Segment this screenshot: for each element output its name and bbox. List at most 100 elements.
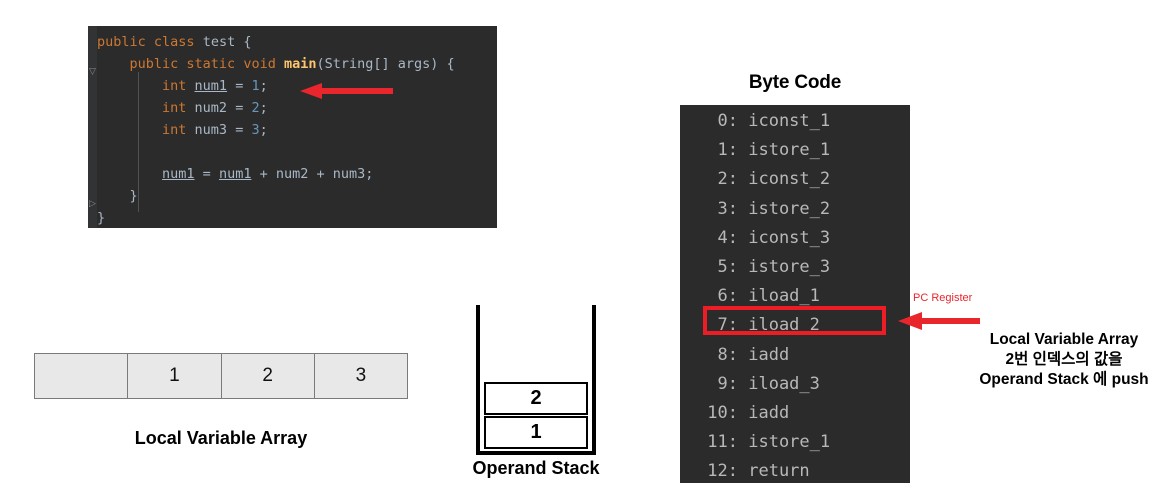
bytecode-row[interactable]: 4: iconst_3 (680, 224, 910, 253)
code-token: ; (365, 166, 374, 182)
code-token: num1 (162, 166, 195, 182)
code-token: main (283, 56, 317, 72)
code-token: = (227, 122, 252, 138)
fold-arrow-icon[interactable]: ▷ (89, 199, 96, 209)
code-line: num1 = num1 + num2 + num3; (97, 163, 497, 185)
bytecode-index: 5: (717, 256, 738, 277)
red-arrow-pc-register (898, 312, 980, 330)
local-variable-array-caption: Local Variable Array (134, 428, 308, 448)
bytecode-index: 9: (717, 373, 738, 394)
code-token: 3 (251, 122, 260, 138)
operand-stack-cell: 2 (484, 382, 588, 415)
bytecode-row[interactable]: 10: iadd (680, 399, 910, 428)
bytecode-instruction: iadd (738, 402, 790, 423)
code-token: num1 (218, 166, 252, 182)
bytecode-instruction: iadd (738, 344, 790, 365)
indent-guide (138, 72, 139, 212)
code-token: void (243, 56, 284, 72)
bytecode-index: 3: (717, 198, 738, 219)
code-token: class (153, 34, 203, 50)
bytecode-row[interactable]: 6: iload_1 (680, 282, 910, 311)
pc-annotation-line: Operand Stack 에 push (979, 371, 1149, 388)
bytecode-instruction: iconst_2 (738, 169, 831, 190)
pc-annotation-line: 2번 인덱스의 값을 (1005, 351, 1123, 368)
code-token: num1 (194, 78, 228, 94)
red-arrow-to-num1 (300, 83, 393, 99)
bytecode-index: 7: (717, 315, 738, 336)
code-token: static (186, 56, 244, 72)
bytecode-row[interactable]: 5: istore_3 (680, 253, 910, 282)
bytecode-row[interactable]: 1: istore_1 (680, 136, 910, 165)
operand-stack-caption: Operand Stack (472, 458, 600, 478)
bytecode-index: 10: (707, 402, 738, 423)
bytecode-row[interactable]: 0: iconst_1 (680, 107, 910, 136)
local-variable-cell (35, 354, 129, 398)
code-token: = (194, 166, 219, 182)
bytecode-index: 1: (717, 140, 738, 161)
bytecode-instruction: iload_3 (738, 373, 820, 394)
editor-gutter (88, 26, 97, 228)
code-token (97, 78, 162, 94)
code-line: public static void main(String[] args) { (97, 53, 497, 75)
bytecode-row[interactable]: 8: iadd (680, 341, 910, 370)
code-token: num3 (332, 166, 366, 182)
bytecode-title: Byte Code (748, 72, 842, 93)
bytecode-row[interactable]: 9: iload_3 (680, 370, 910, 399)
bytecode-instruction: iload_2 (738, 315, 820, 336)
code-token: public (129, 56, 187, 72)
local-variable-cell: 3 (355, 365, 367, 386)
code-token (97, 100, 162, 116)
bytecode-instruction: return (738, 461, 810, 482)
code-line: int num3 = 3; (97, 119, 497, 141)
bytecode-row[interactable]: 12: return (680, 457, 910, 483)
code-token: int (162, 122, 195, 138)
code-line: } (97, 185, 497, 207)
bytecode-instruction: istore_3 (738, 256, 831, 277)
java-source-editor[interactable]: ▽ ▷ public class test { public static vo… (88, 26, 497, 228)
code-token: ; (259, 100, 268, 116)
bytecode-index: 12: (707, 461, 738, 482)
code-token: } (97, 188, 138, 204)
code-token: String[] args (324, 56, 431, 72)
code-line (97, 141, 497, 163)
bytecode-index: 0: (717, 111, 738, 131)
local-variable-cell: 1 (128, 354, 222, 398)
bytecode-row[interactable]: 7: iload_2 (680, 311, 910, 340)
code-line: int num1 = 1; (97, 75, 497, 97)
pc-register-highlight-box (703, 306, 886, 335)
bytecode-instruction: iconst_1 (738, 111, 831, 131)
bytecode-row[interactable]: 2: iconst_2 (680, 165, 910, 194)
bytecode-index: 2: (717, 169, 738, 190)
code-line: } (97, 207, 497, 228)
code-lines: public class test { public static void m… (97, 31, 497, 228)
code-token: test (202, 34, 244, 50)
code-token: ( (316, 56, 325, 72)
fold-arrow-icon[interactable]: ▽ (89, 67, 96, 77)
bytecode-row[interactable]: 11: istore_1 (680, 428, 910, 457)
bytecode-instruction: istore_2 (738, 198, 831, 219)
code-token: + (308, 166, 333, 182)
bytecode-instruction: istore_1 (738, 140, 831, 161)
bytecode-index: 11: (707, 432, 738, 453)
code-token (97, 166, 162, 182)
code-token: { (243, 34, 252, 50)
code-token: int (162, 100, 195, 116)
bytecode-row[interactable]: 3: istore_2 (680, 195, 910, 224)
code-token: ; (259, 122, 268, 138)
bytecode-index: 6: (717, 286, 738, 307)
code-token: } (97, 210, 106, 226)
code-token: = (227, 78, 252, 94)
code-token (97, 122, 162, 138)
bytecode-instruction: iload_1 (738, 286, 820, 307)
bytecode-index: 8: (717, 344, 738, 365)
code-token (97, 56, 130, 72)
code-token: = (227, 100, 252, 116)
code-line: public class test { (97, 31, 497, 53)
code-line: int num2 = 2; (97, 97, 497, 119)
